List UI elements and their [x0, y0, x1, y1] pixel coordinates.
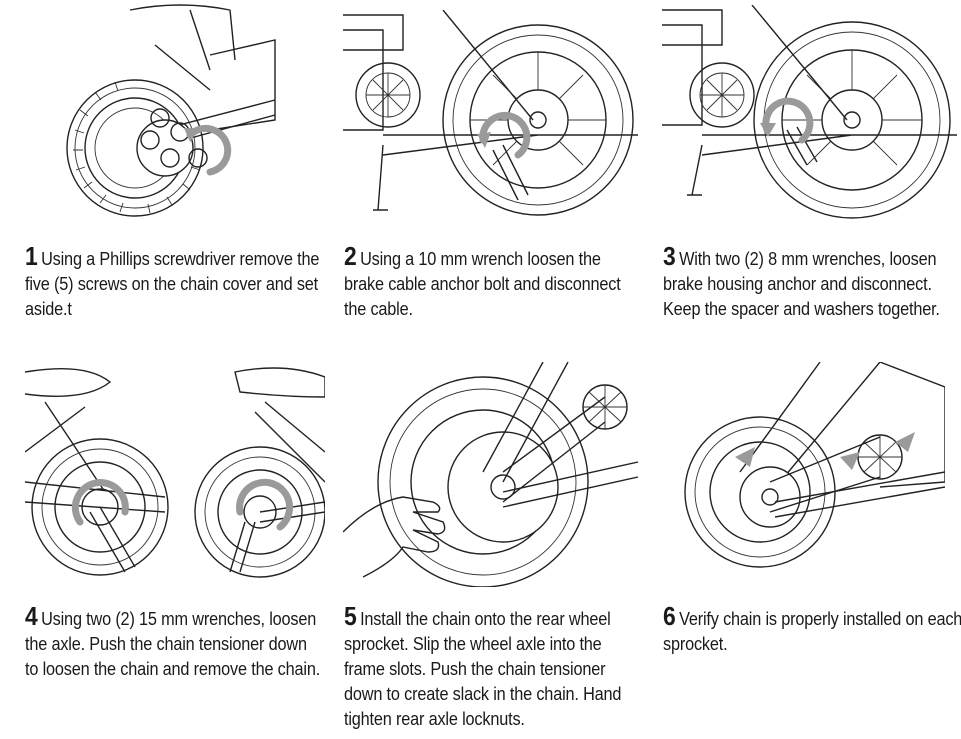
step-1-number: 1 [25, 241, 38, 271]
step-4-illustration [25, 362, 325, 582]
step-6-number: 6 [663, 601, 676, 631]
step-3-number: 3 [663, 241, 676, 271]
step-5-illustration [343, 362, 643, 587]
step-1-illustration [60, 0, 290, 230]
step-6-text: Verify chain is properly installed on ea… [663, 608, 961, 654]
step-1-text: Using a Phillips screwdriver remove the … [25, 248, 320, 319]
step-2-illustration [343, 10, 638, 220]
step-5-text: Install the chain onto the rear wheel sp… [344, 608, 622, 729]
step-4-text: Using two (2) 15 mm wrenches, loosen the… [25, 608, 321, 679]
step-3-text: With two (2) 8 mm wrenches, loosen brake… [663, 248, 940, 319]
step-2-text: Using a 10 mm wrench loosen the brake ca… [344, 248, 621, 319]
step-2-number: 2 [344, 241, 357, 271]
step-5-number: 5 [344, 601, 357, 631]
step-3-illustration [662, 5, 957, 220]
step-4-number: 4 [25, 601, 38, 631]
step-6-illustration [680, 362, 945, 582]
